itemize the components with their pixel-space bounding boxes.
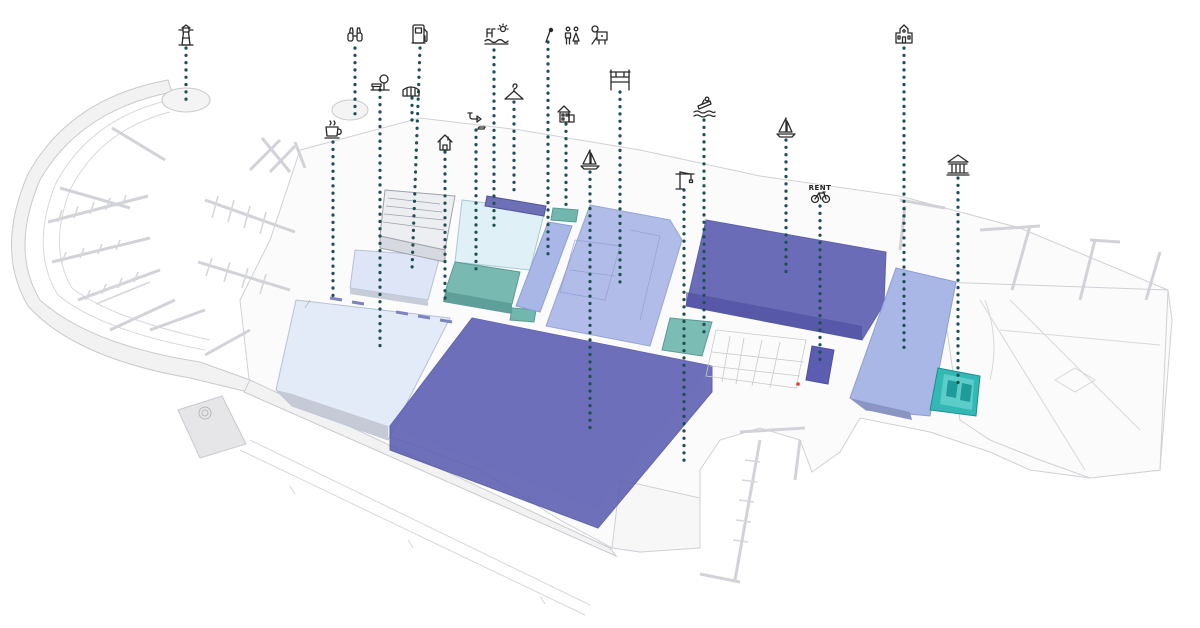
fuel-pump-icon[interactable] [411, 24, 428, 44]
lighthouse-icon[interactable] [178, 24, 194, 46]
golf-icon[interactable] [545, 27, 554, 43]
museum-icon[interactable] [946, 154, 970, 176]
sailboat-icon[interactable] [580, 149, 600, 170]
poi-icons: RENT [178, 23, 970, 204]
leader-lines [184, 40, 960, 464]
gym-rings-icon[interactable] [609, 69, 631, 91]
playground-icon[interactable] [591, 25, 608, 45]
pontoons [47, 126, 1162, 616]
house-icon[interactable] [437, 134, 453, 151]
boat-ramp-icon[interactable] [693, 96, 716, 118]
apartment-icon[interactable] [557, 105, 575, 123]
zones [275, 189, 981, 529]
crane-icon[interactable] [675, 171, 695, 190]
museum-building [929, 367, 981, 417]
swimming-pool-icon[interactable] [484, 23, 509, 45]
bike-rental-label: RENT [809, 184, 832, 192]
sailboat-icon[interactable] [776, 117, 796, 138]
amphitheatre-icon[interactable] [402, 86, 420, 97]
picnic-icon[interactable] [370, 74, 390, 91]
binoculars-icon[interactable] [347, 27, 363, 42]
shower-icon[interactable] [467, 112, 486, 130]
bicycle-icon[interactable]: RENT [809, 184, 832, 204]
toilets-icon[interactable] [564, 26, 580, 45]
clothes-hanger-icon[interactable] [504, 83, 524, 100]
historic-building-icon[interactable] [895, 24, 913, 44]
coffee-cup-icon[interactable] [324, 120, 342, 139]
